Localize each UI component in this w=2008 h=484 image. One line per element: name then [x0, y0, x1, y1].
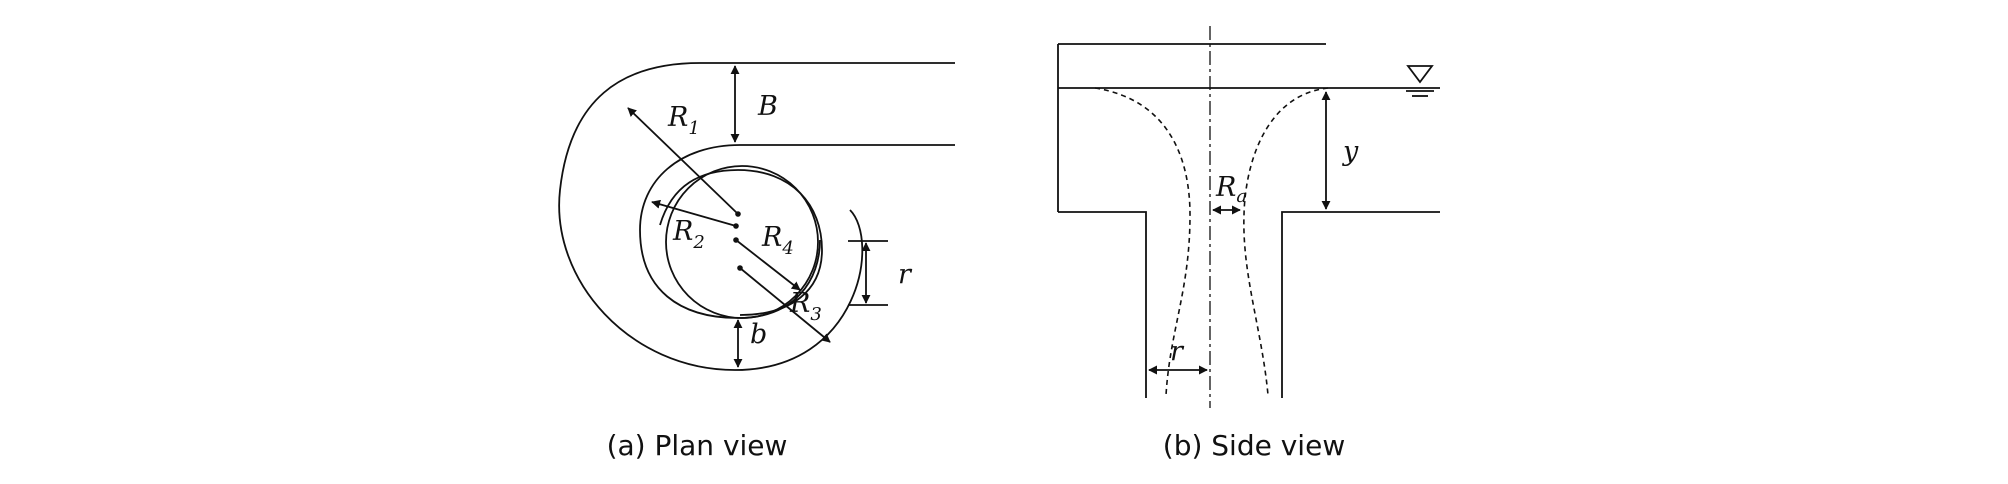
r4-arrow [735, 239, 801, 291]
r2-arrow [651, 199, 737, 227]
volute-inner-wall [639, 144, 955, 319]
label-R4-sub: 4 [781, 238, 793, 259]
floor-right-pipe-wall [1281, 211, 1440, 398]
label-R2-main: R [672, 216, 693, 247]
water-level-triangle [1406, 65, 1434, 84]
r3-arrow [739, 267, 831, 343]
floor-left-pipe-wall [1058, 211, 1147, 398]
plan-view: B R1 R2 R4 R3 r b (a) Plan view [558, 62, 955, 462]
label-b: b [750, 319, 767, 350]
inner-spiral [659, 169, 823, 316]
label-R1-main: R [667, 102, 688, 133]
plan-view-caption: (a) Plan view [607, 429, 788, 462]
vortex-profile-left [1094, 87, 1191, 396]
side-view-caption: (b) Side view [1163, 429, 1345, 462]
label-R2: R2 [672, 216, 705, 253]
label-R3-main: R [789, 288, 810, 319]
r1-arrow [627, 107, 739, 215]
label-Ra: Ra [1215, 172, 1247, 207]
volute-outer-wall [558, 62, 955, 371]
label-R1-sub: 1 [688, 118, 699, 139]
label-R1: R1 [667, 102, 700, 139]
label-B: B [757, 91, 778, 122]
label-r-side: r [1170, 336, 1185, 367]
side-view: y Ra r (b) Side view [1057, 26, 1440, 462]
label-R3: R3 [789, 288, 822, 325]
label-R3-sub: 3 [810, 304, 821, 325]
label-r: r [898, 259, 913, 290]
label-Ra-main: R [1215, 172, 1236, 203]
vortex-profile-right [1243, 87, 1329, 396]
label-R2-sub: 2 [692, 232, 704, 253]
label-Ra-sub: a [1236, 186, 1247, 207]
label-y: y [1342, 136, 1359, 167]
label-R4-main: R [761, 222, 782, 253]
label-R4: R4 [761, 222, 794, 259]
shaft-circle [665, 165, 819, 319]
